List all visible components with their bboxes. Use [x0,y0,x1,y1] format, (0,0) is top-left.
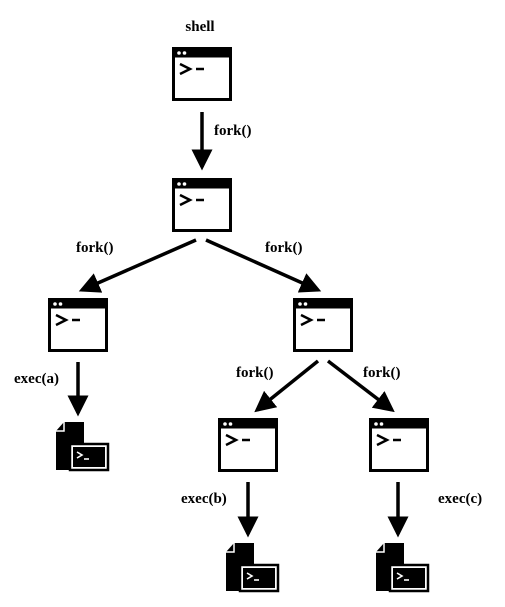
edge-label-fork: fork() [363,365,401,381]
edge-label-fork: fork() [236,365,274,381]
arrow-child2-to-proc-c [326,359,395,413]
edge-label-exec: exec(a) [14,371,59,387]
arrow-child-to-proc-a [78,238,197,293]
edge-label-exec: exec(c) [438,491,482,507]
terminal-window-icon [172,47,232,101]
edge-label-fork: fork() [76,240,114,256]
root-label: shell [185,19,214,35]
arrow-child2-to-proc-b [254,359,320,413]
edge-label-fork: fork() [265,240,303,256]
terminal-window-icon [369,418,429,472]
edges [67,112,409,538]
edge-label-fork: fork() [214,123,252,139]
edge-label-exec: exec(b) [181,491,227,507]
terminal-window-icon [293,298,353,352]
terminal-window-icon [48,298,108,352]
terminal-window-icon [172,178,232,232]
executable-file-icon [54,420,110,472]
executable-file-icon [224,541,280,593]
terminal-window-icon [218,418,278,472]
arrow-child-to-child2 [205,238,322,293]
executable-file-icon [374,541,430,593]
